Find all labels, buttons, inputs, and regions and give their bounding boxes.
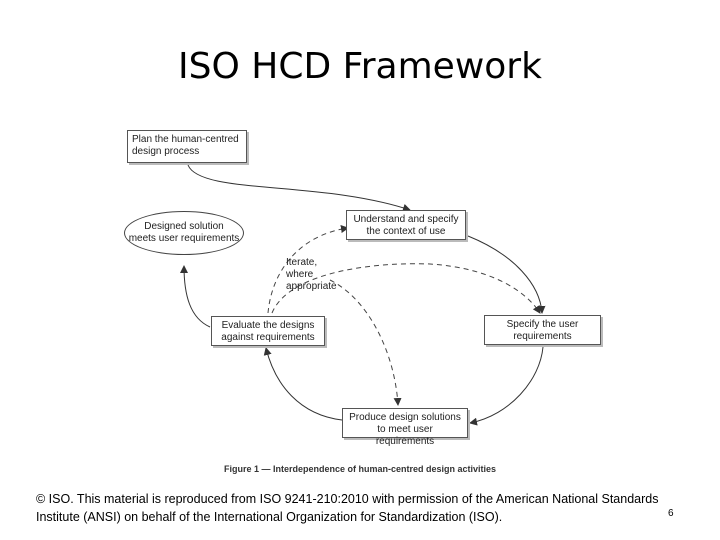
produce-box: Produce design solutions to meet user re… (342, 408, 468, 447)
dashed-arrow-evaluate-to-understand (267, 225, 349, 314)
solution-ellipse: Designed solution meets user requirement… (124, 211, 244, 255)
specify-box: Specify the user requirements (484, 315, 601, 345)
plan-box: Plan the human-centred design process (127, 130, 247, 163)
copyright-notice: © ISO. This material is reproduced from … (36, 492, 659, 524)
evaluate-box: Evaluate the designs against requirement… (211, 316, 325, 346)
arrow-plan-to-understand (187, 164, 411, 212)
figure-caption: Figure 1 — Interdependence of human-cent… (223, 464, 497, 474)
arrow-evaluate-to-solution (180, 265, 211, 328)
arrow-understand-to-specify (467, 235, 546, 314)
arrow-specify-to-produce (469, 346, 544, 426)
dashed-arrow-evaluate-to-produce (329, 279, 402, 406)
page-number: 6 (668, 508, 674, 519)
slide-title: ISO HCD Framework (178, 46, 542, 87)
understand-box: Understand and specify the context of us… (346, 210, 466, 240)
iterate-label: Iterate, where appropriate (286, 257, 337, 292)
arrow-produce-to-evaluate (263, 347, 343, 421)
dashed-arrow-evaluate-to-specify (271, 263, 541, 314)
